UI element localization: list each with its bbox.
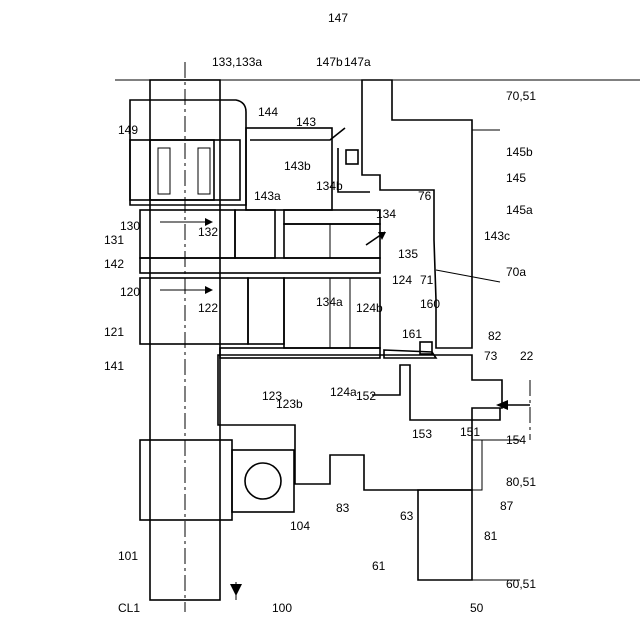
label-76: 76 xyxy=(418,189,432,203)
channel-153 xyxy=(372,365,500,420)
seal-147 xyxy=(250,128,345,140)
boss-87 xyxy=(472,440,482,490)
label-104: 104 xyxy=(290,519,310,533)
label-147b: 147b xyxy=(316,55,343,69)
bracket-145a xyxy=(338,148,370,192)
label-70a: 70a xyxy=(506,265,526,279)
label-134a: 134a xyxy=(316,295,343,309)
label-63: 63 xyxy=(400,509,414,523)
label-134b: 134b xyxy=(316,179,343,193)
label-131: 131 xyxy=(104,233,124,247)
label-145: 145 xyxy=(506,171,526,185)
label-73: 73 xyxy=(484,349,498,363)
label-cl1: CL1 xyxy=(118,601,140,615)
label-142: 142 xyxy=(104,257,124,271)
seal-145 xyxy=(346,150,358,164)
label-161: 161 xyxy=(402,327,422,341)
label-132: 132 xyxy=(198,225,218,239)
label-124a: 124a xyxy=(330,385,357,399)
cover-149 xyxy=(130,100,246,205)
label-81: 81 xyxy=(484,529,498,543)
disk-142 xyxy=(140,258,380,273)
disk-141 xyxy=(220,348,380,358)
label-145a: 145a xyxy=(506,203,533,217)
label-130: 130 xyxy=(120,219,140,233)
bearing-ball xyxy=(245,463,281,499)
label-7051: 70,51 xyxy=(506,89,536,103)
label-135: 135 xyxy=(398,247,418,261)
label-154: 154 xyxy=(506,433,526,447)
label-143c: 143c xyxy=(484,229,510,243)
label-151: 151 xyxy=(460,425,480,439)
shaft-collar xyxy=(140,440,232,520)
label-100: 100 xyxy=(272,601,292,615)
label-124: 124 xyxy=(392,273,412,287)
label-71: 71 xyxy=(420,273,434,287)
vane-134b xyxy=(284,224,380,258)
label-152: 152 xyxy=(356,389,376,403)
label-153: 153 xyxy=(412,427,432,441)
label-50: 50 xyxy=(470,601,484,615)
label-124b: 124b xyxy=(356,301,383,315)
label-121: 121 xyxy=(104,325,124,339)
housing-80 xyxy=(218,355,502,490)
label-160: 160 xyxy=(420,297,440,311)
label-8051: 80,51 xyxy=(506,475,536,489)
bearing-104 xyxy=(232,450,294,512)
plate-132 xyxy=(235,210,275,258)
label-143b: 143b xyxy=(284,159,311,173)
label-147a: 147a xyxy=(344,55,371,69)
vane-134 xyxy=(284,210,380,224)
label-6051: 60,51 xyxy=(506,577,536,591)
label-61: 61 xyxy=(372,559,386,573)
label-22: 22 xyxy=(520,349,534,363)
label-82: 82 xyxy=(488,329,502,343)
plate-122 xyxy=(248,278,284,344)
label-122: 122 xyxy=(198,301,218,315)
label-143: 143 xyxy=(296,115,316,129)
label-83: 83 xyxy=(336,501,350,515)
label-143a: 143a xyxy=(254,189,281,203)
label-120: 120 xyxy=(120,285,140,299)
magnet-slot xyxy=(150,140,214,200)
label-141: 141 xyxy=(104,359,124,373)
label-149: 149 xyxy=(118,123,138,137)
housing-60 xyxy=(418,490,472,580)
label-144: 144 xyxy=(258,105,278,119)
label-101: 101 xyxy=(118,549,138,563)
label-133: 133,133a xyxy=(212,55,262,69)
label-123b: 123b xyxy=(276,397,303,411)
label-145b: 145b xyxy=(506,145,533,159)
label-134: 134 xyxy=(376,207,396,221)
label-87: 87 xyxy=(500,499,514,513)
block-120 xyxy=(140,278,248,344)
label-147: 147 xyxy=(328,11,348,25)
